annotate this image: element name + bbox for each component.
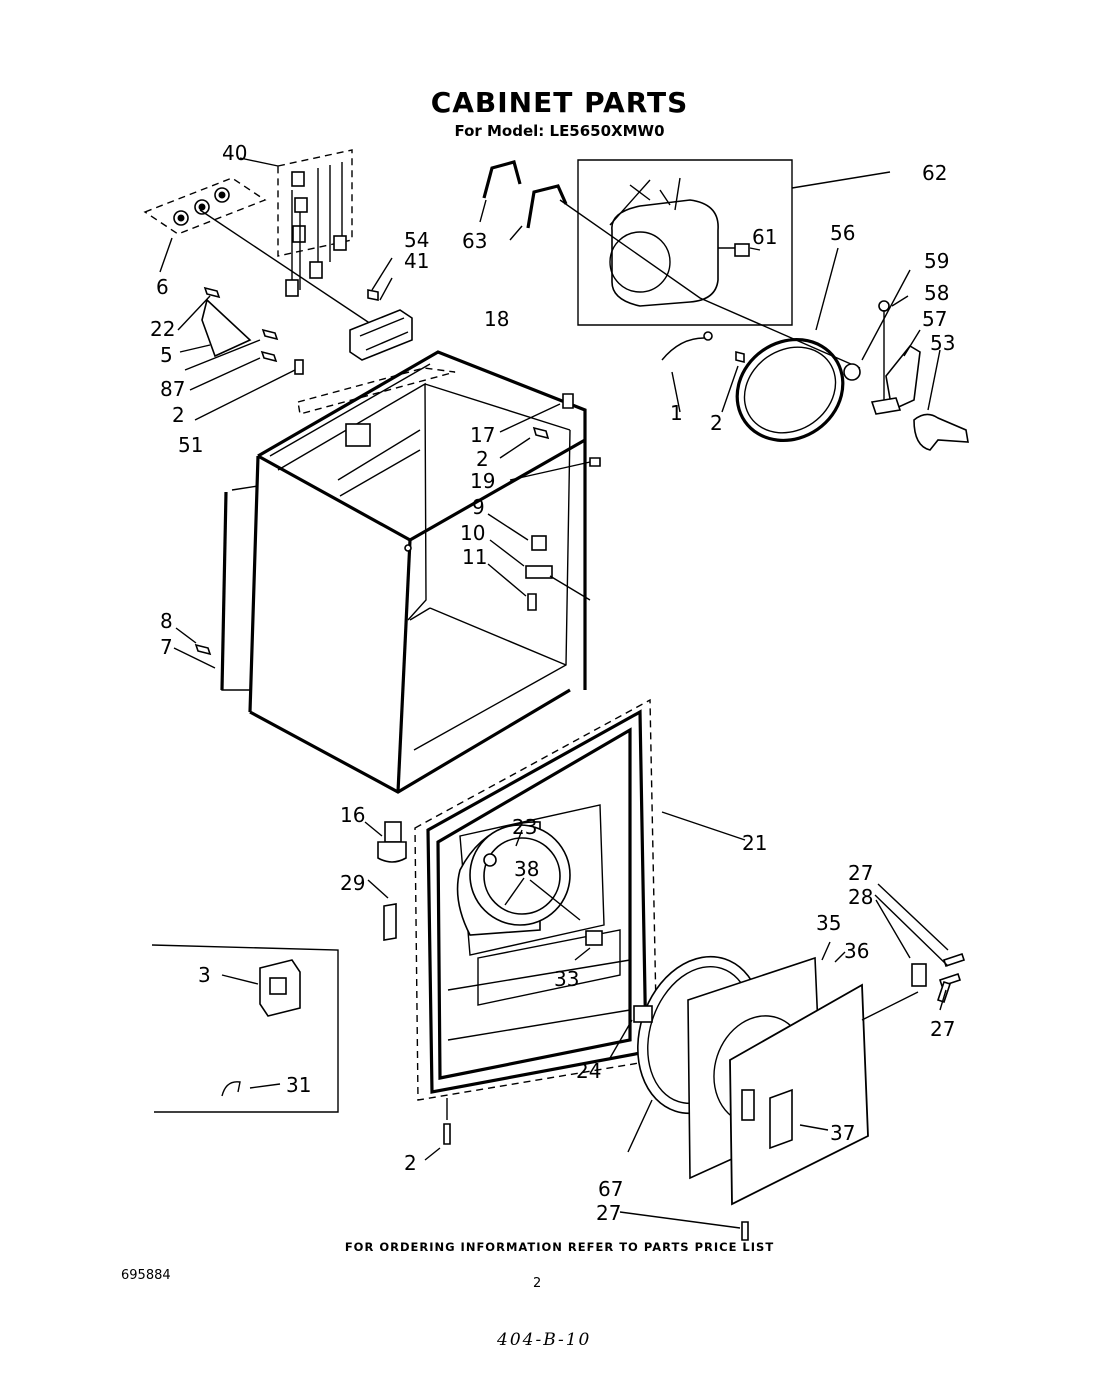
callout-2-left: 2 [172, 403, 185, 427]
callout-2-cabinet: 2 [476, 447, 489, 471]
callout-7: 7 [160, 635, 173, 659]
knob-group-6 [143, 177, 267, 273]
callout-58: 58 [924, 281, 949, 305]
callout-21: 21 [742, 831, 767, 855]
callout-35: 35 [816, 911, 841, 935]
inset-box-3-31 [151, 944, 339, 1113]
callout-37: 37 [830, 1121, 855, 1145]
motor-clamps-63 [479, 160, 568, 241]
ordering-info-footer: FOR ORDERING INFORMATION REFER TO PARTS … [344, 1240, 775, 1254]
callout-27-bottom: 27 [596, 1201, 621, 1225]
callout-36: 36 [844, 939, 869, 963]
callout-27-top: 27 [848, 861, 873, 885]
callout-87: 87 [160, 377, 185, 401]
door-assembly-35-36-67 [609, 941, 919, 1241]
callout-3: 3 [198, 963, 211, 987]
hinge-parts-27-28 [874, 883, 966, 1011]
callout-33: 33 [554, 967, 579, 991]
callout-18: 18 [484, 307, 509, 331]
callout-29: 29 [340, 871, 365, 895]
diagram-title: CABINET PARTS [430, 86, 689, 119]
callout-27-right: 27 [930, 1017, 955, 1041]
screw-2-bottom [424, 1098, 451, 1161]
leveling-leg-16 [364, 821, 407, 863]
callout-5: 5 [160, 343, 173, 367]
door-latch-41 [349, 257, 413, 361]
callout-9: 9 [472, 495, 485, 519]
callout-56: 56 [830, 221, 855, 245]
callout-2-motor: 2 [710, 411, 723, 435]
callout-62: 62 [922, 161, 947, 185]
door-switch-parts-9-10-11 [487, 513, 591, 611]
callout-59: 59 [924, 249, 949, 273]
callout-51: 51 [178, 433, 203, 457]
wire-1-screw-2 [661, 331, 745, 413]
callout-57: 57 [922, 307, 947, 331]
callout-38: 38 [514, 857, 539, 881]
callout-11: 11 [462, 545, 487, 569]
callout-6: 6 [156, 275, 169, 299]
callout-23: 23 [512, 815, 537, 839]
drive-belt-56 [735, 247, 845, 443]
callout-19: 19 [470, 469, 495, 493]
callout-28: 28 [848, 885, 873, 909]
callout-1: 1 [670, 401, 683, 425]
callout-31: 31 [286, 1073, 311, 1097]
callout-labels: 40 6 54 41 22 5 87 2 51 18 63 62 61 56 5… [150, 141, 955, 1225]
callout-8: 8 [160, 609, 173, 633]
handwritten-note: 404-B-10 [497, 1330, 592, 1350]
callout-16: 16 [340, 803, 365, 827]
callout-2-bottom: 2 [404, 1151, 417, 1175]
cabinet-18 [220, 350, 587, 794]
front-panel-21 [414, 698, 746, 1101]
callout-40: 40 [222, 141, 247, 165]
callout-41: 41 [404, 249, 429, 273]
callout-61: 61 [752, 225, 777, 249]
callout-53: 53 [930, 331, 955, 355]
screw-8-and-bracket-7 [173, 627, 216, 669]
cabinet-screws-17-2-19 [499, 393, 601, 481]
document-number: 695884 [121, 1268, 171, 1283]
idler-parts-59-58-57-53 [843, 269, 969, 451]
callout-24: 24 [576, 1059, 601, 1083]
callout-17: 17 [470, 423, 495, 447]
callout-22: 22 [150, 317, 175, 341]
callout-54: 54 [404, 228, 429, 252]
switch-assembly-40 [199, 149, 381, 331]
page-number: 2 [533, 1276, 542, 1291]
hinge-29 [367, 879, 397, 941]
motor-assembly-62 [559, 159, 891, 369]
callout-67: 67 [598, 1177, 623, 1201]
model-subtitle: For Model: LE5650XMW0 [454, 122, 665, 140]
screws-22-87-2 [177, 286, 304, 421]
callout-63: 63 [462, 229, 487, 253]
callout-10: 10 [460, 521, 485, 545]
